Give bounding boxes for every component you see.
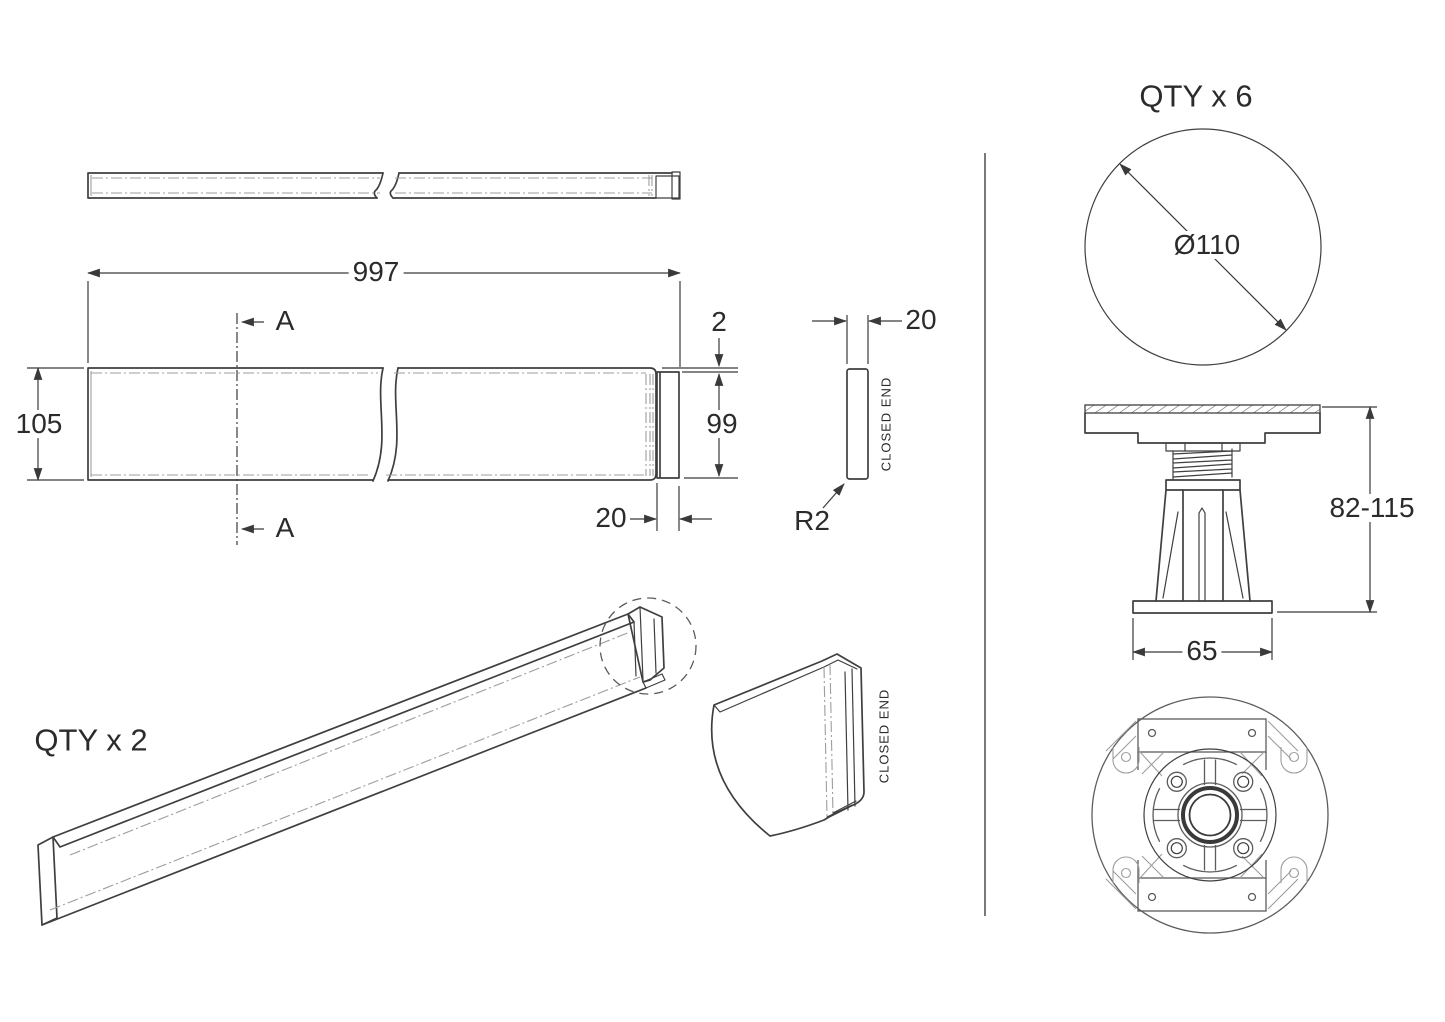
closed-end-detail-view [710,653,865,837]
leg-qty-label: QTY x 6 [1139,78,1253,114]
dim-label-cap-width: 20 [905,304,937,335]
closed-end-section-view [812,315,902,509]
leg-side-view [1084,404,1377,660]
radius-label-r2: R2 [794,505,830,536]
section-label-a-top: A [275,305,295,336]
dim-cap-depth-20 [630,483,712,531]
dim-label-diameter: Ø110 [1169,231,1245,259]
dim-length-997 [86,268,682,367]
closed-end-label-detail: CLOSED END [876,688,892,784]
section-label-a-bottom: A [275,512,295,543]
closed-end-label-section: CLOSED END [878,376,894,472]
panel-isometric-view [37,597,697,926]
panel-qty-label: QTY x 2 [34,722,148,758]
dim-label-lip: 2 [711,306,727,337]
dim-label-height-range: 82-115 [1325,494,1419,522]
dim-label-end-height: 99 [702,410,742,438]
leg-bottom-view [1091,696,1329,934]
dim-label-base-width: 65 [1182,637,1222,665]
section-line-a-a [236,313,264,545]
dim-label-height: 105 [11,410,67,438]
dim-label-cap-depth: 20 [595,502,627,533]
panel-top-view [87,171,681,200]
panel-front-view [87,367,680,482]
dim-label-length: 997 [348,258,404,286]
